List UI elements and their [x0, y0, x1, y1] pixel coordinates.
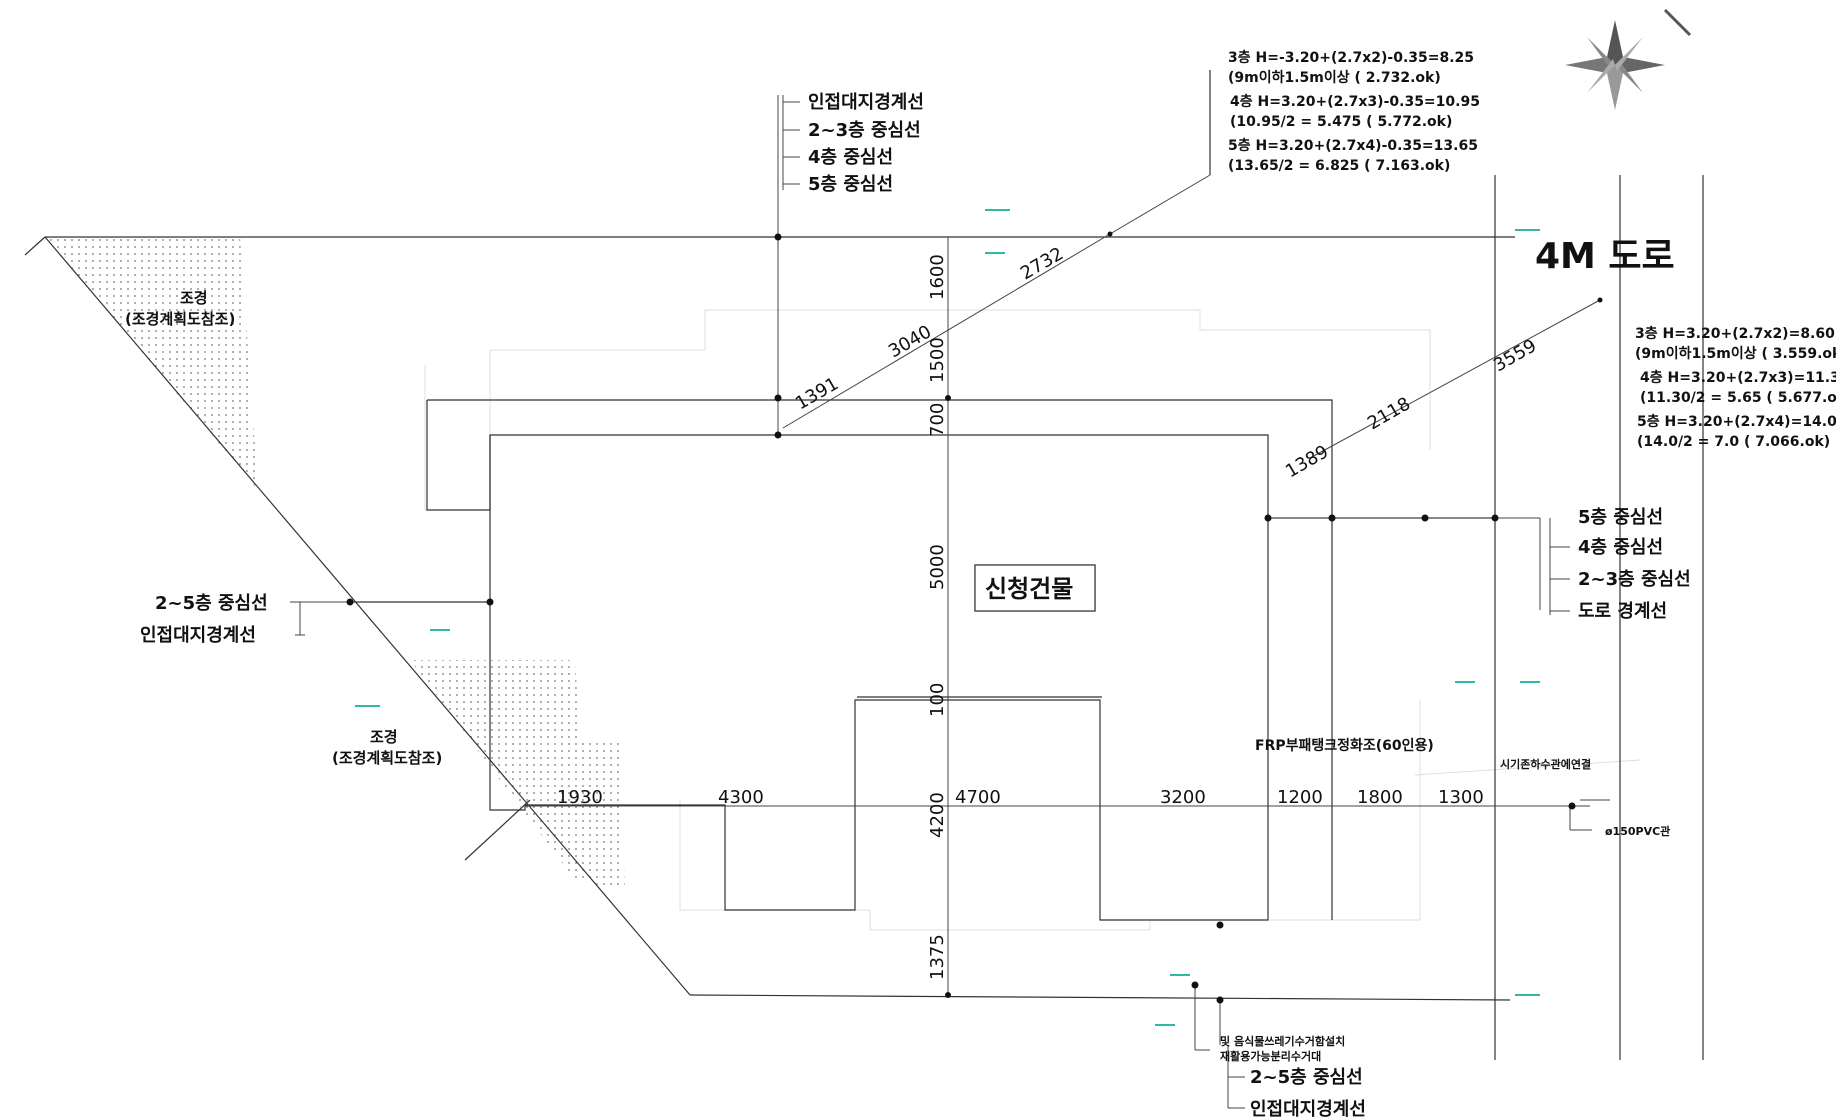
dim-diag: 2732: [1017, 243, 1067, 284]
calc-top-line: (9m이하1.5m이상 ( 2.732.ok): [1228, 69, 1441, 86]
frp-note: FRP부패탱크정화조(60인용): [1255, 737, 1434, 754]
north-arrow-icon: [1565, 8, 1692, 110]
dim-diag: 2118: [1364, 393, 1414, 434]
right-legend: 5층 중심선 4층 중심선 2~3층 중심선 도로 경계선: [1550, 507, 1691, 622]
property-boundary: [24, 70, 1515, 1001]
left-legend-item: 인접대지경계선: [140, 625, 256, 646]
bottom-legend-item: 인접대지경계선: [1250, 1099, 1366, 1120]
landscape-top-sub: (조경계획도참조): [125, 310, 235, 328]
horizontal-dimensions: 1930 4300 4700 3200 1200 1800 1300: [557, 787, 1484, 808]
diagonal-dimensions: 2732 3040 1391 3559 2118 1389: [792, 243, 1540, 482]
dim-diag: 3559: [1490, 335, 1540, 376]
diagonal-lines: [782, 174, 1601, 459]
pipe-note: ø150PVC관: [1605, 824, 1670, 838]
dim-h: 4300: [718, 787, 764, 808]
dim-h: 3200: [1160, 787, 1206, 808]
top-legend-item: 인접대지경계선: [808, 92, 924, 113]
dim-h: 4700: [955, 787, 1001, 808]
calc-top-line: (13.65/2 = 6.825 ( 7.163.ok): [1228, 158, 1450, 174]
sewer-note: 시기존하수관에연결: [1500, 757, 1591, 771]
right-legend-item: 2~3층 중심선: [1578, 569, 1691, 590]
calc-top-line: 3층 H=-3.20+(2.7x2)-0.35=8.25: [1228, 50, 1474, 66]
calc-right-line: 4층 H=3.20+(2.7x3)=11.30: [1640, 370, 1836, 386]
right-legend-item: 도로 경계선: [1578, 601, 1667, 622]
road-label: 4M 도로: [1535, 236, 1675, 277]
dim-v: 1500: [927, 337, 948, 383]
right-legend-item: 5층 중심선: [1578, 507, 1663, 528]
bottom-note-2: 재활용가능분리수거대: [1220, 1049, 1321, 1063]
calc-top-line: 5층 H=3.20+(2.7x4)-0.35=13.65: [1228, 138, 1478, 154]
dim-h: 1930: [557, 787, 603, 808]
top-legend-item: 2~3층 중심선: [808, 120, 921, 141]
dim-v: 5000: [927, 544, 948, 590]
height-calc-top: 3층 H=-3.20+(2.7x2)-0.35=8.25 (9m이하1.5m이상…: [1228, 50, 1480, 174]
dim-v: 1375: [927, 934, 948, 980]
dimension-dots: [346, 231, 1603, 1004]
dim-h: 1800: [1357, 787, 1403, 808]
landscape-bottom-sub: (조경계획도참조): [332, 749, 442, 767]
vertical-dimensions: 1600 1500 700 5000 100 4200 1375: [927, 254, 948, 980]
top-legend: 인접대지경계선 2~3층 중심선 4층 중심선 5층 중심선: [783, 92, 924, 195]
top-legend-item: 5층 중심선: [808, 174, 893, 195]
height-calc-right: 3층 H=3.20+(2.7x2)=8.60 (9m이하1.5m이상 ( 3.5…: [1635, 326, 1836, 450]
right-legend-item: 4층 중심선: [1578, 537, 1663, 558]
dim-v: 1600: [927, 254, 948, 300]
calc-right-line: (11.30/2 = 5.65 ( 5.677.ok): [1640, 390, 1836, 406]
dim-h: 1300: [1438, 787, 1484, 808]
landscape-hatch-bottom: [410, 660, 625, 890]
landscape-bottom-title: 조경: [370, 728, 398, 746]
dim-diag: 1389: [1282, 441, 1332, 482]
left-legend: 2~5층 중심선 인접대지경계선: [140, 593, 268, 646]
bottom-note-1: 및 음식물쓰레기수거함설치: [1220, 1034, 1345, 1048]
dim-v: 700: [927, 403, 948, 437]
calc-right-line: 3층 H=3.20+(2.7x2)=8.60: [1635, 326, 1835, 342]
building-label-box: [974, 564, 1096, 612]
calc-right-line: (14.0/2 = 7.0 ( 7.066.ok): [1637, 434, 1830, 450]
bottom-legend: 2~5층 중심선 인접대지경계선: [1228, 1067, 1366, 1120]
calc-right-line: 5층 H=3.20+(2.7x4)=14.0: [1637, 414, 1836, 430]
calc-top-line: (10.95/2 = 5.475 ( 5.772.ok): [1230, 114, 1452, 130]
dim-v: 100: [927, 683, 948, 717]
building-label: 신청건물: [985, 575, 1073, 603]
road-lines: [1494, 175, 1704, 1060]
bottom-legend-item: 2~5층 중심선: [1250, 1067, 1363, 1088]
left-legend-item: 2~5층 중심선: [155, 593, 268, 614]
dimension-lines: [290, 95, 1610, 1108]
calc-right-line: (9m이하1.5m이상 ( 3.559.ok): [1635, 345, 1836, 362]
top-legend-item: 4층 중심선: [808, 147, 893, 168]
level-markers: [355, 209, 1540, 1026]
calc-top-line: 4층 H=3.20+(2.7x3)-0.35=10.95: [1230, 94, 1480, 110]
landscape-top-title: 조경: [180, 289, 208, 307]
dim-h: 1200: [1277, 787, 1323, 808]
dim-v: 4200: [927, 792, 948, 838]
